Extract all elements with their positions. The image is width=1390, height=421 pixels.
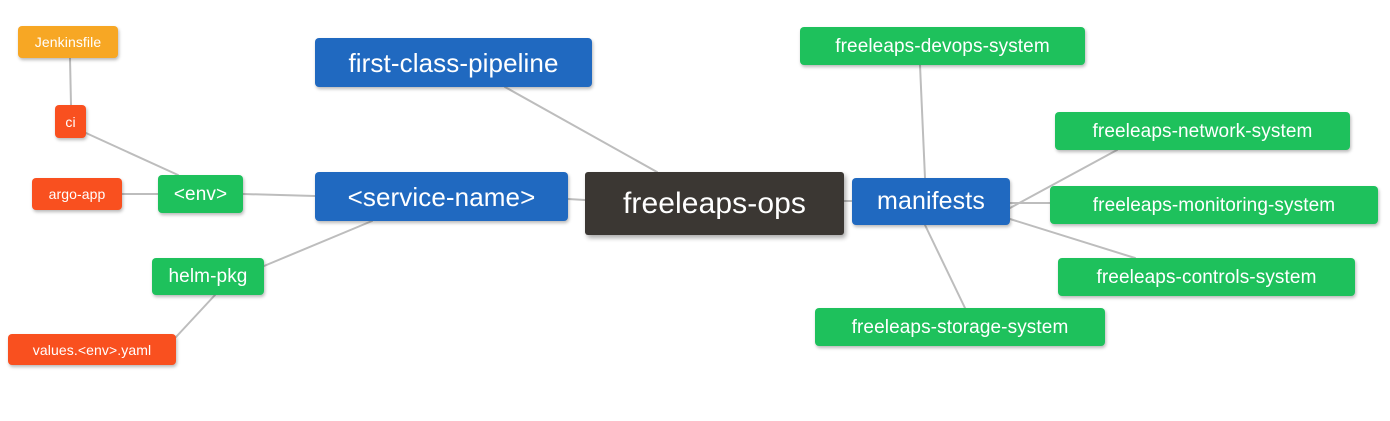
node-first-class-pipeline[interactable]: first-class-pipeline xyxy=(315,38,592,87)
node-label-freeleaps-network-system: freeleaps-network-system xyxy=(1092,120,1313,142)
node-label-first-class-pipeline: first-class-pipeline xyxy=(348,47,559,78)
edge-jenkinsfile-ci xyxy=(69,57,72,106)
node-label-helm-pkg: helm-pkg xyxy=(168,266,248,287)
edge-servicename-ops xyxy=(567,198,586,201)
node-values-yaml[interactable]: values.<env>.yaml xyxy=(8,334,176,365)
node-label-freeleaps-monitoring-system: freeleaps-monitoring-system xyxy=(1092,194,1336,216)
node-env[interactable]: <env> xyxy=(158,175,243,213)
node-label-manifests: manifests xyxy=(877,187,985,215)
edge-env-servicename xyxy=(242,193,316,197)
node-argo-app[interactable]: argo-app xyxy=(32,178,122,210)
node-freeleaps-storage-system[interactable]: freeleaps-storage-system xyxy=(815,308,1105,346)
node-label-jenkinsfile: Jenkinsfile xyxy=(34,34,102,50)
node-label-values-yaml: values.<env>.yaml xyxy=(32,341,152,358)
node-ci[interactable]: ci xyxy=(55,105,86,138)
node-freeleaps-monitoring-system[interactable]: freeleaps-monitoring-system xyxy=(1050,186,1378,224)
edge-manifests-devops xyxy=(919,64,926,179)
edge-valuesyaml-helmpkg xyxy=(175,294,216,338)
node-label-ci: ci xyxy=(65,113,76,130)
node-jenkinsfile[interactable]: Jenkinsfile xyxy=(18,26,118,58)
node-manifests[interactable]: manifests xyxy=(852,178,1010,225)
node-freeleaps-controls-system[interactable]: freeleaps-controls-system xyxy=(1058,258,1355,296)
node-freeleaps-devops-system[interactable]: freeleaps-devops-system xyxy=(800,27,1085,65)
node-service-name[interactable]: <service-name> xyxy=(315,172,568,221)
edge-manifests-controls xyxy=(1009,218,1136,259)
node-label-freeleaps-controls-system: freeleaps-controls-system xyxy=(1096,266,1317,288)
edge-helmpkg-servicename xyxy=(263,220,373,267)
node-label-service-name: <service-name> xyxy=(347,181,536,212)
node-label-freeleaps-devops-system: freeleaps-devops-system xyxy=(835,35,1050,57)
node-label-argo-app: argo-app xyxy=(48,186,106,202)
node-freeleaps-network-system[interactable]: freeleaps-network-system xyxy=(1055,112,1350,150)
edge-pipeline-ops xyxy=(504,86,658,173)
node-helm-pkg[interactable]: helm-pkg xyxy=(152,258,264,295)
edge-manifests-storage xyxy=(924,224,966,309)
node-freeleaps-ops[interactable]: freeleaps-ops xyxy=(585,172,844,235)
edge-ci-env xyxy=(85,132,179,176)
node-label-freeleaps-storage-system: freeleaps-storage-system xyxy=(851,316,1069,338)
node-label-env: <env> xyxy=(173,183,228,205)
node-label-freeleaps-ops: freeleaps-ops xyxy=(622,186,807,220)
